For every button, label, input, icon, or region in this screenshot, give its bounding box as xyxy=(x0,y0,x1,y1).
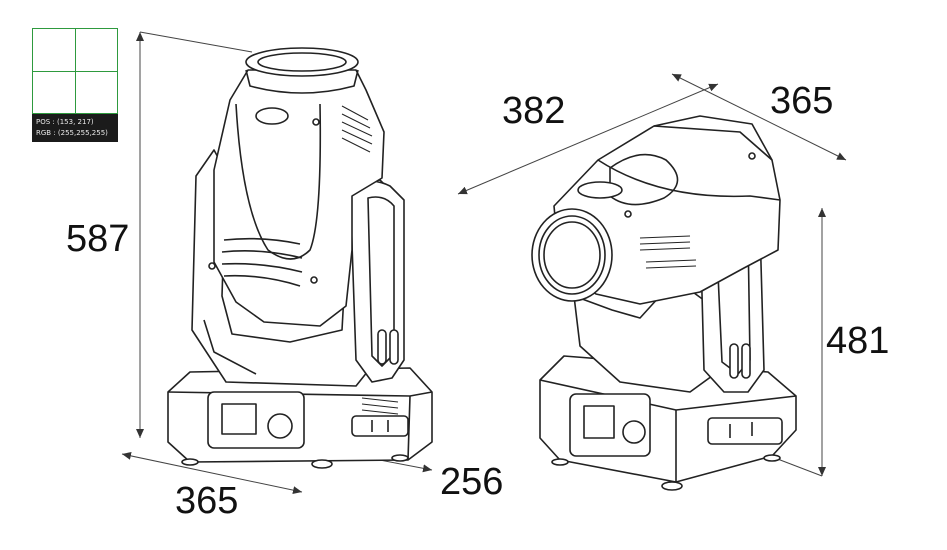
magnifier-grid xyxy=(32,28,118,114)
dimension-line-365-tilted xyxy=(671,73,847,161)
tilted-view-fixture xyxy=(531,115,797,491)
color-picker-overlay: POS : (153, 217) RGB : (255,255,255) xyxy=(32,28,118,142)
dim-label-height-tilted: 481 xyxy=(826,320,890,362)
dim-label-height-front: 587 xyxy=(66,218,130,260)
picker-rgb-row: RGB : (255,255,255) xyxy=(36,129,108,137)
extension-line-bottom xyxy=(774,457,823,477)
extension-line-top xyxy=(139,31,253,53)
dim-label-width-front: 365 xyxy=(175,480,239,522)
dim-label-depth-front: 256 xyxy=(440,461,504,503)
picker-info: POS : (153, 217) RGB : (255,255,255) xyxy=(32,114,118,142)
tilted-head xyxy=(531,115,781,305)
dim-label-depth-tilted: 365 xyxy=(770,80,834,122)
dimension-line-365-front xyxy=(121,451,303,495)
dim-label-length-tilted: 382 xyxy=(502,90,566,132)
picker-pos-row: POS : (153, 217) xyxy=(36,118,94,126)
front-head xyxy=(208,47,385,327)
front-view-fixture xyxy=(167,47,433,469)
dimension-lines xyxy=(121,31,847,495)
front-base xyxy=(167,367,433,469)
front-yoke xyxy=(191,149,405,387)
